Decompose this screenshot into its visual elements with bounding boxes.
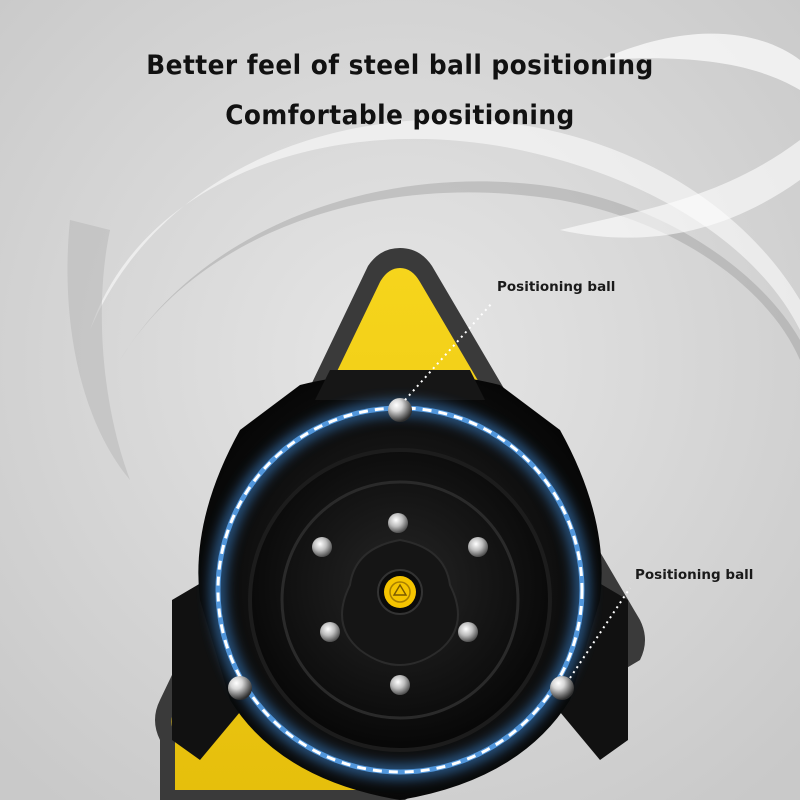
callout-label-top: Positioning ball bbox=[497, 279, 616, 295]
callout-leader bbox=[404, 302, 493, 401]
positioning-ball-icon bbox=[388, 398, 412, 422]
headline-primary: Better feel of steel ball positioning bbox=[146, 50, 654, 81]
callout-label-right: Positioning ball bbox=[635, 567, 754, 583]
screw-icon bbox=[312, 537, 332, 557]
inner-disc-ring bbox=[280, 480, 520, 720]
screw-icon bbox=[320, 622, 340, 642]
screw-icon bbox=[390, 675, 410, 695]
screw-set bbox=[312, 513, 488, 695]
housing-top-tab bbox=[315, 370, 485, 400]
screw-icon bbox=[468, 537, 488, 557]
bubble-level-icon bbox=[377, 569, 423, 615]
screw-icon bbox=[458, 622, 478, 642]
positioning-ball-icon bbox=[228, 676, 252, 700]
callout-leader bbox=[569, 587, 631, 679]
ring-dash bbox=[216, 406, 584, 774]
screw-icon bbox=[388, 513, 408, 533]
headline-secondary: Comfortable positioning bbox=[225, 100, 575, 131]
positioning-ball-icon bbox=[550, 676, 574, 700]
